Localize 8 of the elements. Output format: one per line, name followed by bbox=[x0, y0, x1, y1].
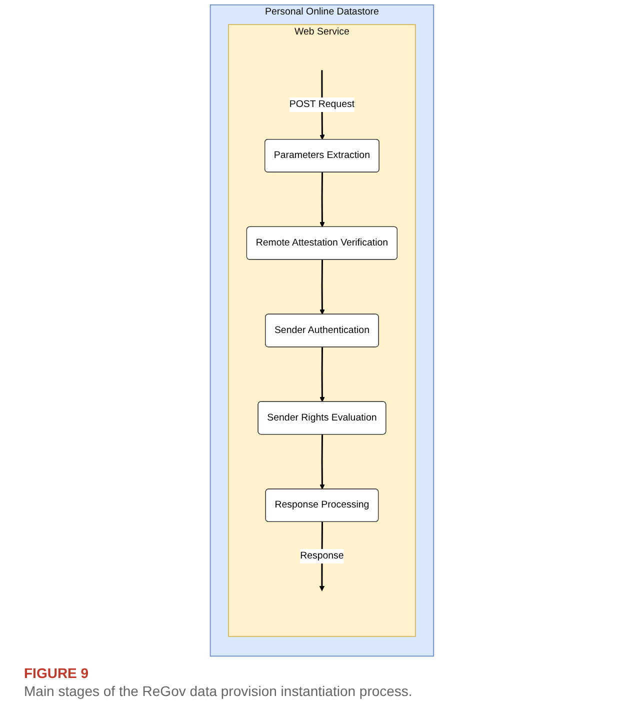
arrow bbox=[320, 347, 325, 402]
edge-label: Response bbox=[300, 550, 344, 562]
arrow bbox=[320, 260, 325, 315]
figure-number: FIGURE 9 bbox=[24, 665, 89, 681]
arrow bbox=[320, 172, 325, 228]
figure-caption: Main stages of the ReGov data provision instantiation process. bbox=[24, 683, 412, 699]
arrow bbox=[320, 434, 325, 490]
edge-label: POST Request bbox=[289, 99, 355, 110]
